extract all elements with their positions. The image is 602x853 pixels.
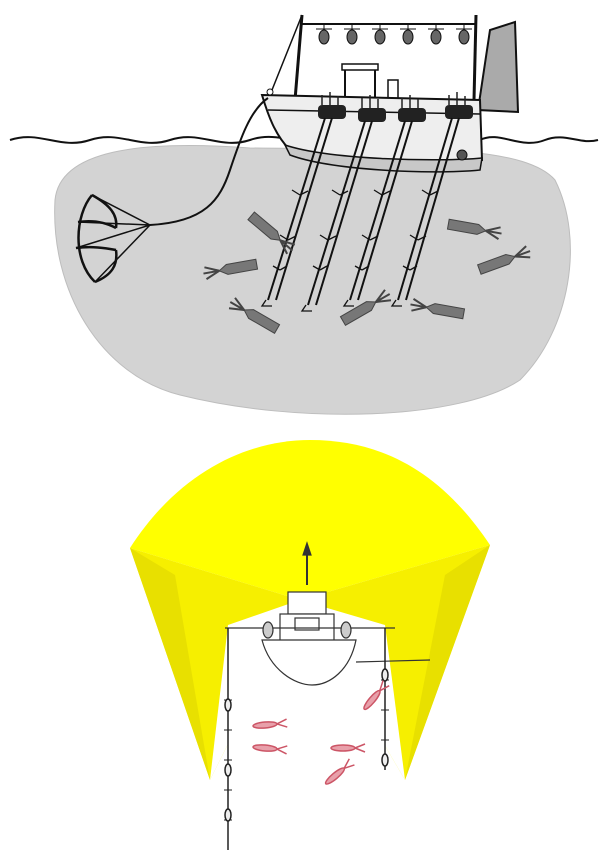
sail: [478, 22, 518, 112]
lamp: [400, 24, 416, 44]
wheelhouse-top: [288, 592, 326, 614]
lamp: [372, 24, 388, 44]
rudder-gear: [457, 150, 467, 160]
jig-weight: [382, 754, 388, 766]
jig-weight: [225, 764, 231, 776]
bow-light: [267, 89, 273, 95]
reel-right: [341, 622, 351, 638]
lamp: [344, 24, 360, 44]
underwater-light-zone: [55, 146, 571, 415]
wheelhouse-roof: [342, 64, 378, 70]
fore-mast: [295, 15, 302, 100]
jig-weight: [225, 699, 231, 711]
jig-weight: [382, 669, 388, 681]
jigging-reel: [358, 108, 386, 122]
aft-mast: [474, 15, 476, 100]
lamp-row: [316, 24, 472, 44]
lamp: [316, 24, 332, 44]
jigging-reel: [318, 105, 346, 119]
reel-left: [263, 622, 273, 638]
lamp: [456, 24, 472, 44]
jig-weight: [225, 809, 231, 821]
jigging-reel: [445, 105, 473, 119]
jigging-reel: [398, 108, 426, 122]
lamp: [428, 24, 444, 44]
squid-jigging-side-view-diagram: [0, 0, 602, 430]
squid-jigging-top-view-diagram: [0, 430, 602, 853]
